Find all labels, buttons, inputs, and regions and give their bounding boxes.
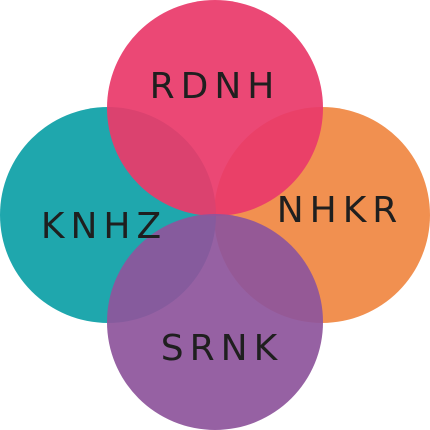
label-bottom: SRNK [161,328,283,369]
label-top: RDNH [150,66,281,107]
label-left: KNHZ [41,206,167,247]
circle-top [107,0,323,216]
label-right: NHKR [277,190,404,231]
circle-bottom [107,214,323,430]
